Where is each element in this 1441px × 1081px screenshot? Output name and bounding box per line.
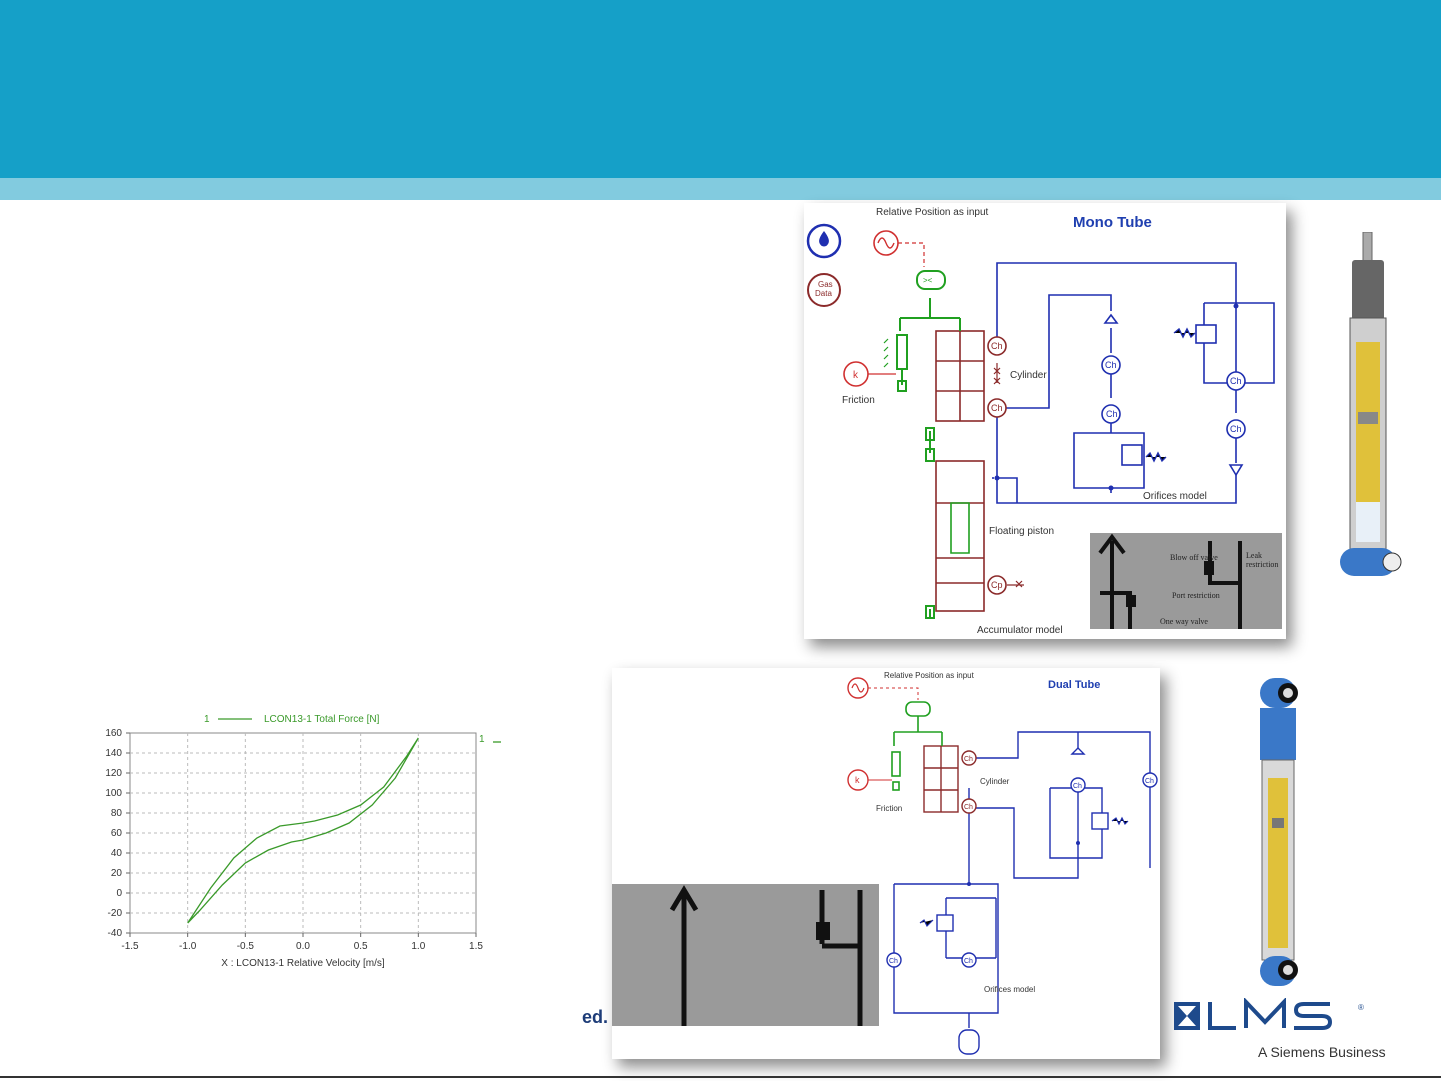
ch-label-4: Ch xyxy=(1106,409,1118,419)
registered-mark: ® xyxy=(1358,1003,1364,1012)
mono-title: Mono Tube xyxy=(1073,214,1152,231)
x-tick-label: -1.5 xyxy=(121,941,139,952)
k-label: k xyxy=(853,370,859,381)
dual-ch-1: Ch xyxy=(1073,783,1082,790)
logo-subtitle: A Siemens Business xyxy=(1258,1044,1386,1060)
friction-label: Friction xyxy=(842,395,875,406)
port-label: Port restriction xyxy=(1172,591,1220,600)
y-tick-label: 60 xyxy=(111,828,123,839)
cyl-ch-2: Ch xyxy=(991,403,1003,413)
y-tick-label: 0 xyxy=(116,888,122,899)
dual-input-label: Relative Position as input xyxy=(884,671,975,680)
dual-cyl-ch-2: Ch xyxy=(964,804,973,811)
text-fragment: ed. xyxy=(582,1007,609,1027)
dual-k-label: k xyxy=(855,775,860,785)
mono-tube-diagram: Ch Ch Ch Ch Ch Ch Cp xyxy=(804,203,1286,639)
dual-ch-3: Ch xyxy=(889,958,898,965)
y-tick-label: -40 xyxy=(108,928,123,939)
cylinder-label: Cylinder xyxy=(1010,370,1047,381)
legend-label: LCON13-1 Total Force [N] xyxy=(264,714,380,725)
oneway-label: One way valve xyxy=(1160,617,1208,626)
dual-ch-2: Ch xyxy=(1145,778,1154,785)
x-tick-label: 0.0 xyxy=(296,941,310,952)
y-tick-label: 40 xyxy=(111,848,123,859)
x-tick-label: -1.0 xyxy=(179,941,197,952)
ch-label-2: Ch xyxy=(1230,376,1242,386)
ch-label-1: Ch xyxy=(1105,360,1117,370)
x-tick-label: 1.5 xyxy=(469,941,483,952)
series-line-total-force xyxy=(187,737,419,924)
dual-ch-4: Ch xyxy=(964,958,973,965)
dual-friction-label: Friction xyxy=(876,804,902,813)
dual-cylinder-label: Cylinder xyxy=(980,777,1010,786)
y-tick-label: 80 xyxy=(111,808,123,819)
x-axis-label: X : LCON13-1 Relative Velocity [m/s] xyxy=(221,958,385,969)
accumulator-label: Accumulator model xyxy=(977,625,1063,636)
header-stripe xyxy=(0,178,1441,200)
orifices-label: Orifices model xyxy=(1143,491,1207,502)
x-tick-label: -0.5 xyxy=(237,941,255,952)
x-tick-label: 1.0 xyxy=(411,941,425,952)
legend-index: 1 xyxy=(204,714,210,725)
bottom-rule xyxy=(0,1076,1441,1078)
y-tick-label: 20 xyxy=(111,868,123,879)
y-tick-label: 100 xyxy=(105,788,122,799)
floating-piston-label: Floating piston xyxy=(989,526,1054,537)
accum-cp: Cp xyxy=(991,580,1003,590)
lms-logo: ® xyxy=(1170,996,1390,1064)
mono-tube-shock-illustration xyxy=(1330,231,1410,584)
dual-tube-shock-illustration xyxy=(1222,668,1342,998)
dual-orifices-label: Orifices model xyxy=(984,985,1035,994)
right-axis-marker: 1 xyxy=(479,734,485,745)
y-tick-label: 120 xyxy=(105,768,122,779)
ch-label-3: Ch xyxy=(1230,424,1242,434)
header-banner xyxy=(0,0,1441,178)
valve-photo: Blow off valve Leak restriction Port res… xyxy=(1090,533,1282,629)
gas-label-1: Gas xyxy=(818,280,833,289)
dual-title: Dual Tube xyxy=(1048,679,1100,691)
y-tick-label: 140 xyxy=(105,748,122,759)
dual-tube-diagram: Ch Ch Ch Ch Ch Ch xyxy=(612,668,1160,1059)
dual-cyl-ch-1: Ch xyxy=(964,756,973,763)
input-label: Relative Position as input xyxy=(876,207,989,218)
y-tick-label: 160 xyxy=(105,728,122,739)
svg-text:><: >< xyxy=(923,276,933,285)
x-tick-label: 0.5 xyxy=(354,941,368,952)
cyl-ch-1: Ch xyxy=(991,341,1003,351)
y-tick-label: -20 xyxy=(108,908,123,919)
gas-label-2: Data xyxy=(815,289,832,298)
leak-label: Leak restriction xyxy=(1246,551,1279,569)
blowoff-label: Blow off valve xyxy=(1170,553,1218,562)
dual-valve-photo xyxy=(612,884,879,1026)
